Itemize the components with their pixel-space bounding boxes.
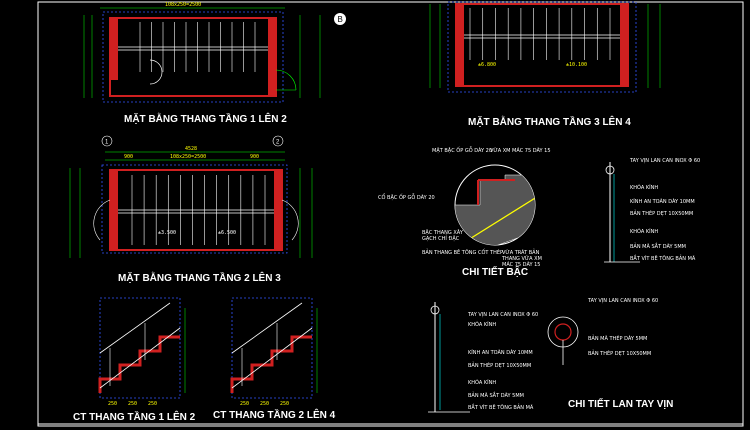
- note-rail-lower-3: KÍNH AN TOÀN DÀY 10MM: [468, 350, 533, 356]
- axis-1-label: 1: [105, 140, 109, 146]
- note-step-1: MẶT BẬC ỐP GỖ DÀY 20: [432, 148, 493, 154]
- sheet-frame: [37, 1, 744, 427]
- note-rail-lower-4: BẢN THÉP DẸT 10X50MM: [468, 363, 532, 369]
- stair-steps: [230, 335, 312, 393]
- note-rail-lower-6: BẢN MÃ SẮT DÀY 5MM: [468, 393, 524, 399]
- p2-level-1: ±3.500: [158, 230, 176, 236]
- p3-level-1: ±6.800: [478, 62, 496, 68]
- title-railing-detail: CHI TIẾT LAN TAY VỊN: [568, 399, 674, 410]
- axis-2-label: 2: [276, 140, 280, 146]
- railing-detail-lower: [428, 302, 579, 413]
- note-rail-2: KHÓA KÍNH: [630, 185, 659, 191]
- p2-dim-run: 108x250=2500: [170, 154, 206, 160]
- stair-steps: [98, 335, 180, 393]
- title-section-2-to-4: CT THANG TẦNG 2 LÊN 4: [213, 410, 336, 421]
- plan-floor-3-to-4: [429, 1, 661, 93]
- title-step-detail: CHI TIẾT BẬC: [462, 267, 529, 278]
- railing-detail-upper: [604, 162, 640, 263]
- title-plan-3-to-4: MẶT BẰNG THANG TẦNG 3 LÊN 4: [468, 117, 631, 128]
- p1-dim-run: 108x250=2500: [165, 2, 201, 8]
- note-rail-lower-5: KHÓA KÍNH: [468, 380, 497, 386]
- note-step-6: VỮA TRÁT BẢN THANG VỮA XM MÁC 75 DÀY 15: [502, 250, 542, 268]
- note-rail-4: BẢN THÉP DẸT 10X50MM: [630, 211, 694, 217]
- note-step-4: BẬC THANG XÂY GẠCH CHỈ ĐẶC: [422, 230, 463, 242]
- sec2-dim-b: 250: [260, 401, 270, 407]
- note-step-2: VỮA XM MÁC 75 DÀY 15: [490, 148, 551, 154]
- sec1-dim-c: 250: [148, 401, 158, 407]
- axis-b-label: B: [338, 15, 343, 24]
- note-rail-1: TAY VỊN LAN CAN INOX Φ 60: [630, 158, 701, 164]
- note-rail-2b: KHÓA KÍNH: [630, 229, 659, 235]
- note-rail-ring-1: TAY VỊN LAN CAN INOX Φ 60: [588, 298, 659, 304]
- section-stair-1-to-2: [98, 297, 186, 399]
- note-step-3: CỔ BẬC ỐP GỖ DÀY 20: [378, 195, 435, 201]
- section-stair-2-to-4: [230, 297, 318, 399]
- sec2-dim-a: 250: [240, 401, 250, 407]
- p2-dim-side-right: 900: [250, 154, 259, 160]
- sec1-dim-a: 250: [108, 401, 118, 407]
- note-rail-3: KÍNH AN TOÀN DÀY 10MM: [630, 199, 695, 205]
- plan-floor-2-to-3: [69, 135, 313, 258]
- note-rail-ring-2: BẢN MÃ THÉP DÀY 5MM: [588, 336, 648, 342]
- sec1-dim-b: 250: [128, 401, 138, 407]
- p2-dim-total: 4528: [185, 146, 197, 152]
- note-rail-lower-1: TAY VỊN LAN CAN INOX Φ 60: [468, 312, 539, 318]
- title-section-1-to-2: CT THANG TẦNG 1 LÊN 2: [73, 412, 196, 423]
- plan-floor-1-to-2: [83, 7, 346, 103]
- note-rail-5: BẢN MÃ SẮT DÀY 5MM: [630, 244, 686, 250]
- p2-dim-side-left: 900: [124, 154, 133, 160]
- note-rail-lower-7: BẮT VÍT BÊ TÔNG BẢN MÃ: [468, 405, 534, 411]
- p3-level-2: ±10.100: [566, 62, 587, 68]
- note-rail-lower-2: KHÓA KÍNH: [468, 322, 497, 328]
- title-plan-2-to-3: MẶT BẰNG THANG TẦNG 2 LÊN 3: [118, 273, 281, 284]
- note-rail-ring-3: BẢN THÉP DẸT 10X50MM: [588, 351, 652, 357]
- note-rail-6: BẮT VÍT BÊ TÔNG BẢN MÃ: [630, 256, 696, 262]
- p2-level-2: ±6.500: [218, 230, 236, 236]
- step-detail-circle: [454, 164, 536, 246]
- note-step-5: BẢN THANG BÊ TÔNG CỐT THÉP: [422, 250, 504, 256]
- sec2-dim-c: 250: [280, 401, 290, 407]
- title-plan-1-to-2: MẶT BẰNG THANG TẦNG 1 LÊN 2: [124, 114, 287, 125]
